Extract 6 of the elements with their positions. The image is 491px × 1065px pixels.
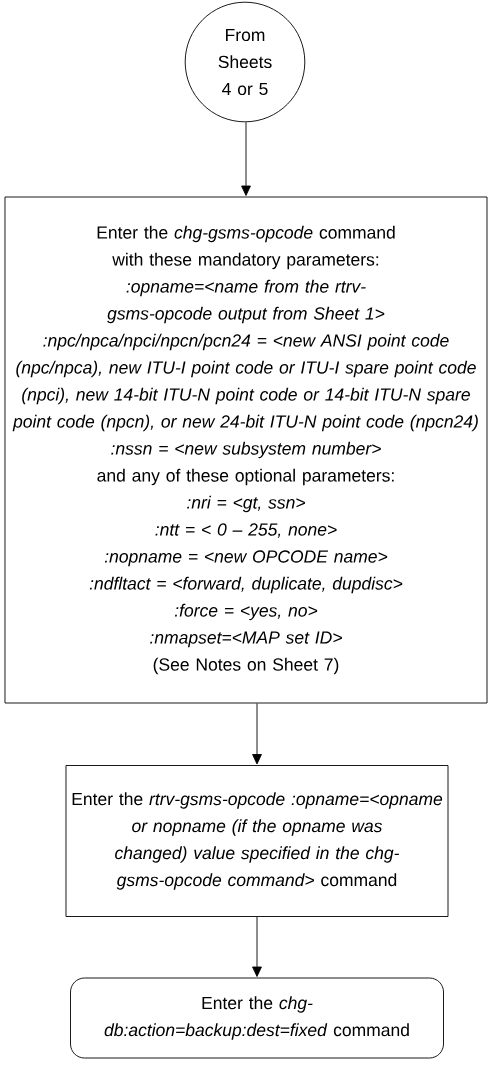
- arrow: [241, 121, 251, 196]
- process-box: Enter the rtrv-gsms-opcode :opname=<opname or nopname (if the opname was changed) value specified in the chg-gsms-opcode command> command: [65, 765, 449, 917]
- process-box: Enter the chg-gsms-opcode command with these mandatory parameters: :opname=<name from the rtrv-gsms-opcode output from Sheet 1> :npc/npca/npci/npcn/pcn24 = <new ANSI point code (npc/npca), new ITU-I point code or ITU-I spare point code (npci), new 14-bit ITU-N point code or 14-bit ITU-N spare point code (npcn), or new 24-bit ITU-N point code (npcn24) :nssn = <new subsystem number> and any of these optional parameters: :nri = <gt, ssn> :ntt = < 0 – 255, none> :nopname = <new OPCODE name> :ndfltact = <forward, duplicate, dupdisc> :force = <yes, no> :nmapset=<MAP set ID> (See Notes on Sheet 7): [4, 196, 488, 704]
- arrow: [252, 703, 262, 765]
- arrow: [252, 916, 262, 977]
- terminal-box: Enter the chg-db:action=backup:dest=fixed command: [70, 977, 444, 1059]
